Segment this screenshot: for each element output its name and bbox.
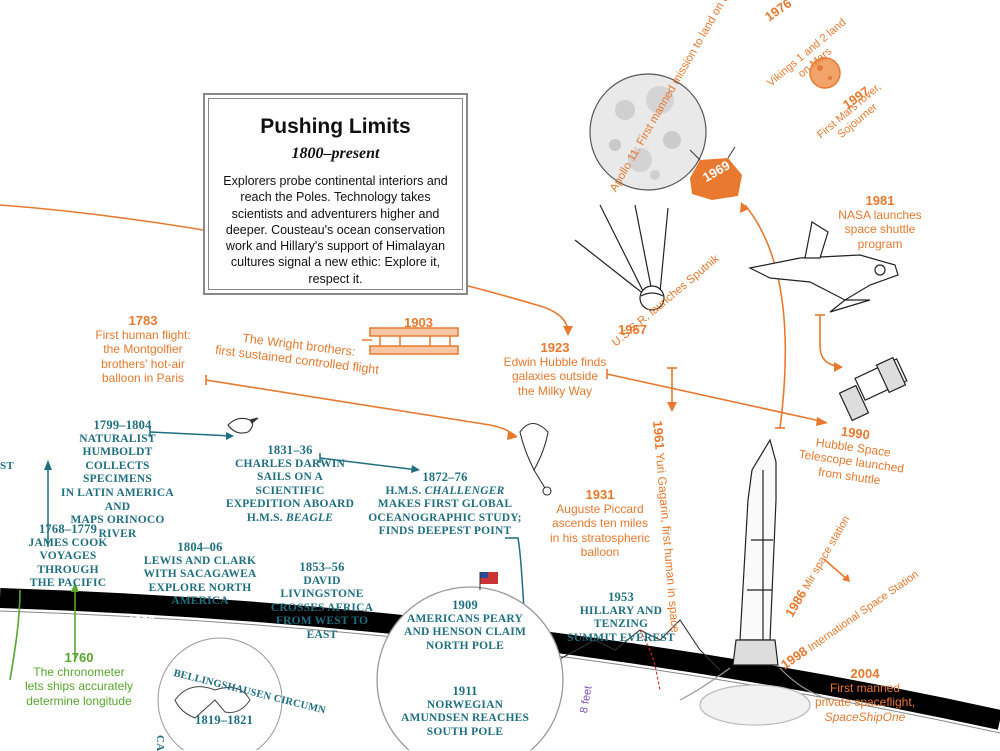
event-1831-text: CHARLES DARWIN SAILS ON A SCIENTIFIC EXP… — [225, 457, 355, 524]
event-1831: 1831–36 CHARLES DARWIN SAILS ON A SCIENT… — [225, 443, 355, 526]
event-1872-italic: CHALLENGER — [424, 484, 505, 497]
event-1760-year: 1760 — [64, 650, 94, 665]
event-1799-year: 1799–1804 — [93, 418, 152, 432]
everest-illustration — [557, 619, 721, 691]
saturn-v-rocket-illustration — [679, 438, 831, 726]
event-1953-year: 1953 — [608, 590, 634, 604]
event-1981: 1981 NASA launches space shuttle program — [830, 193, 930, 251]
event-1909: 1909 AMERICANS PEARY AND HENSON CLAIM NO… — [400, 598, 530, 653]
event-1799-text: NATURALIST HUMBOLDT COLLECTS SPECIMENS I… — [61, 432, 174, 540]
event-1768-text: JAMES COOK VOYAGES THROUGH THE PACIFIC — [28, 536, 108, 590]
event-2004-text: First manned private spaceflight, — [814, 681, 916, 710]
partial-text-st: ST — [0, 460, 14, 472]
arrow-1799-to-1831 — [149, 431, 233, 437]
intro-body: Explorers probe continental interiors an… — [223, 174, 448, 286]
event-1953-text: HILLARY AND TENZING SUMMIT EVEREST — [567, 604, 675, 644]
event-1931: 1931 Auguste Piccard ascends ten miles i… — [545, 487, 655, 559]
arrow-to-1969 — [744, 204, 787, 429]
event-1872: 1872–76 H.M.S. CHALLENGER MAKES FIRST GL… — [360, 470, 530, 539]
event-1903-year: 1903 — [404, 315, 433, 330]
stratospheric-balloon-illustration — [519, 422, 552, 496]
event-1872-text-a: H.M.S. — [385, 484, 422, 497]
poles-circle — [376, 586, 564, 750]
lunar-module-badge — [689, 146, 742, 200]
arrow-1981-to-1990 — [819, 315, 841, 368]
event-1981-text: NASA launches space shuttle program — [838, 208, 922, 251]
arrow-1783-to-1931 — [205, 379, 517, 437]
intro-title: Pushing Limits — [260, 115, 411, 138]
event-1961-year: 1961 — [650, 420, 668, 451]
partial-text-ca: CA — [154, 735, 166, 751]
event-1804-year: 1804–06 — [177, 540, 223, 554]
event-1931-year: 1931 — [585, 487, 615, 502]
antarctica-illustration — [157, 637, 283, 750]
event-1831-italic: BEAGLE — [285, 512, 334, 524]
event-1931-text: Auguste Piccard ascends ten miles in his… — [549, 502, 651, 559]
event-1760: 1760 The chronometer lets ships accurate… — [14, 650, 144, 708]
event-1911: 1911 NORWEGIAN AMUNDSEN REACHES SOUTH PO… — [400, 684, 530, 739]
event-1909-text: AMERICANS PEARY AND HENSON CLAIM NORTH P… — [403, 612, 527, 652]
event-1783-year: 1783 — [128, 313, 158, 328]
intro-subtitle: 1800–present — [291, 145, 380, 162]
event-2004-year: 2004 — [850, 666, 880, 681]
event-1804: 1804–06 LEWIS AND CLARK WITH SACAGAWEA E… — [140, 540, 260, 609]
event-1911-year: 1911 — [452, 684, 478, 698]
us-flag-icon — [479, 572, 498, 590]
sputnik-illustration — [574, 204, 669, 311]
event-1953: 1953 HILLARY AND TENZING SUMMIT EVEREST — [556, 590, 686, 645]
event-1957-year: 1957 — [618, 322, 647, 337]
arrow-1986-to-1998 — [824, 559, 849, 581]
event-1853: 1853–56 DAVID LIVINGSTONE CROSSES AFRICA… — [262, 560, 382, 643]
wright-flyer-illustration — [362, 327, 459, 355]
intro-box-inner-border — [208, 98, 463, 290]
event-1783-text: First human flight: the Montgolfier brot… — [95, 328, 191, 385]
event-1819-year: 1819–1821 — [195, 713, 254, 727]
event-1981-year: 1981 — [865, 193, 895, 208]
moon-illustration — [589, 73, 707, 191]
event-1909-year: 1909 — [452, 598, 478, 612]
event-1768: 1768–1779 JAMES COOK VOYAGES THROUGH THE… — [8, 522, 128, 591]
hubble-illustration — [838, 356, 908, 422]
finch-illustration — [227, 417, 259, 434]
event-2004: 2004 First manned private spaceflight, S… — [800, 666, 930, 724]
event-1923: 1923 Edwin Hubble finds galaxies outside… — [500, 340, 610, 398]
event-1804-text: LEWIS AND CLARK WITH SACAGAWEA EXPLORE N… — [143, 554, 257, 608]
event-1923-text: Edwin Hubble finds galaxies outside the … — [503, 355, 607, 398]
timeline-year-label: 1800 — [128, 614, 155, 628]
event-1853-year: 1853–56 — [299, 560, 345, 574]
shuttle-illustration — [748, 221, 899, 313]
event-1872-text: MAKES FIRST GLOBAL OCEANOGRAPHIC STUDY; … — [368, 498, 522, 538]
event-1760-text: The chronometer lets ships accurately de… — [24, 665, 134, 708]
arrow-1831-to-1872 — [319, 457, 419, 471]
event-1799: 1799–1804 NATURALIST HUMBOLDT COLLECTS S… — [50, 418, 185, 541]
event-1831-year: 1831–36 — [267, 443, 313, 457]
intro-box: Pushing Limits 1800–present Explorers pr… — [203, 93, 468, 295]
mars-illustration — [809, 57, 841, 89]
arrow-1760b — [9, 589, 21, 681]
event-1911-text: NORWEGIAN AMUNDSEN REACHES SOUTH POLE — [400, 698, 530, 738]
event-1783: 1783 First human flight: the Montgolfier… — [78, 313, 208, 385]
event-1872-year: 1872–76 — [422, 470, 468, 484]
event-1923-year: 1923 — [540, 340, 570, 355]
arrow-1923-to-1990 — [606, 373, 826, 423]
event-1853-text: DAVID LIVINGSTONE CROSSES AFRICA FROM WE… — [270, 574, 374, 641]
event-2004-italic: SpaceShipOne — [824, 709, 906, 724]
event-1768-year: 1768–1779 — [38, 522, 98, 536]
